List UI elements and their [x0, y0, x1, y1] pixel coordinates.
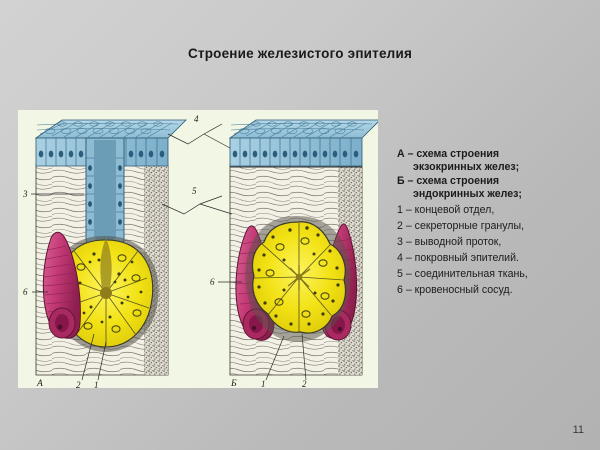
svg-text:1: 1 — [94, 380, 99, 388]
page-number: 11 — [572, 424, 584, 436]
callout-5-shared: 5 — [161, 186, 233, 215]
svg-text:6: 6 — [23, 287, 28, 297]
legend-item-b-line1: Б – схема строения — [397, 174, 500, 187]
callout-2-panel-b: 2 — [301, 333, 307, 388]
callout-6-panel-b: 6 — [210, 277, 242, 287]
svg-text:4: 4 — [194, 114, 199, 124]
legend-item-b-line2: эндокринных желез; — [413, 188, 522, 201]
legend-item-3: 3 – выводной проток, — [397, 236, 502, 249]
panel-b-endocrine: 6 1 2 Б — [210, 119, 378, 388]
svg-text:3: 3 — [22, 189, 28, 199]
legend-item-a-line2: экзокринных желез; — [413, 161, 520, 174]
legend-item-4: 4 – покровный эпителий. — [397, 252, 519, 265]
legend-item-5: 5 – соединительная ткань, — [397, 268, 528, 281]
callout-1-panel-a: 1 — [94, 341, 107, 388]
legend-list: А – схема строения экзокринных желез; Б … — [397, 148, 593, 298]
svg-text:2: 2 — [76, 380, 81, 388]
callout-3-panel-a: 3 — [22, 189, 84, 199]
panel-a-exocrine: 3 6 2 1 А — [22, 119, 187, 388]
gland-epithelium-diagram: 3 6 2 1 А — [18, 110, 378, 388]
panel-a-caption: А — [36, 379, 43, 388]
svg-text:2: 2 — [302, 379, 307, 388]
callout-6-panel-a: 6 — [23, 287, 48, 297]
legend-item-2: 2 – секреторные гранулы, — [397, 220, 525, 233]
callout-4-shared: 4 — [167, 114, 231, 149]
legend-item-6: 6 – кровеносный сосуд. — [397, 284, 513, 297]
svg-text:5: 5 — [192, 186, 197, 196]
page-title: Строение железистого эпителия — [187, 46, 413, 61]
callout-1-panel-b: 1 — [261, 335, 285, 388]
svg-text:6: 6 — [210, 277, 215, 287]
figure-image: 3 6 2 1 А — [18, 110, 378, 388]
legend-item-1: 1 – концевой отдел, — [397, 204, 495, 217]
callout-2-panel-a: 2 — [76, 333, 95, 388]
panel-b-caption: Б — [230, 379, 237, 388]
svg-text:1: 1 — [261, 379, 266, 388]
legend-item-a-line1: А – схема строения — [397, 148, 500, 160]
